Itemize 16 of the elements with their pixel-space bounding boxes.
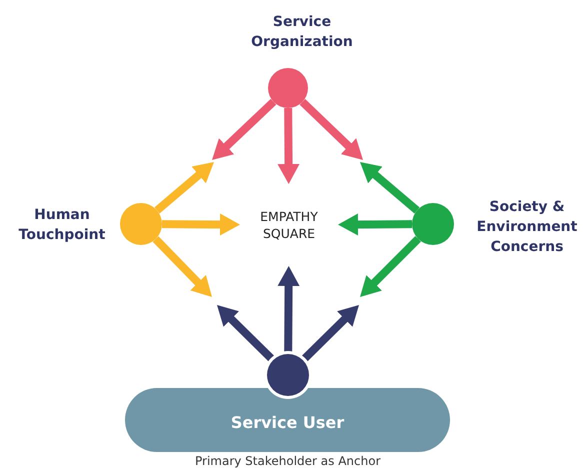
arrow <box>300 98 366 163</box>
arrow <box>357 236 421 300</box>
stakeholder-label: Service User <box>230 412 344 432</box>
center-label: EMPATHY SQUARE <box>259 208 319 242</box>
arrow <box>152 236 215 300</box>
stakeholder-label: Human Touchpoint <box>18 206 106 245</box>
arrow <box>162 214 240 236</box>
arrow <box>278 108 300 184</box>
stakeholder-label: Service Organization <box>250 13 354 52</box>
arrow <box>300 302 362 364</box>
arrow <box>338 214 412 236</box>
stakeholder-label: Society & Environment Concerns <box>476 198 578 257</box>
arrow <box>214 302 276 364</box>
node-label: Primary Stakeholder as Anchor <box>195 454 381 468</box>
arrow <box>209 98 276 163</box>
stakeholder-circle <box>267 354 309 396</box>
